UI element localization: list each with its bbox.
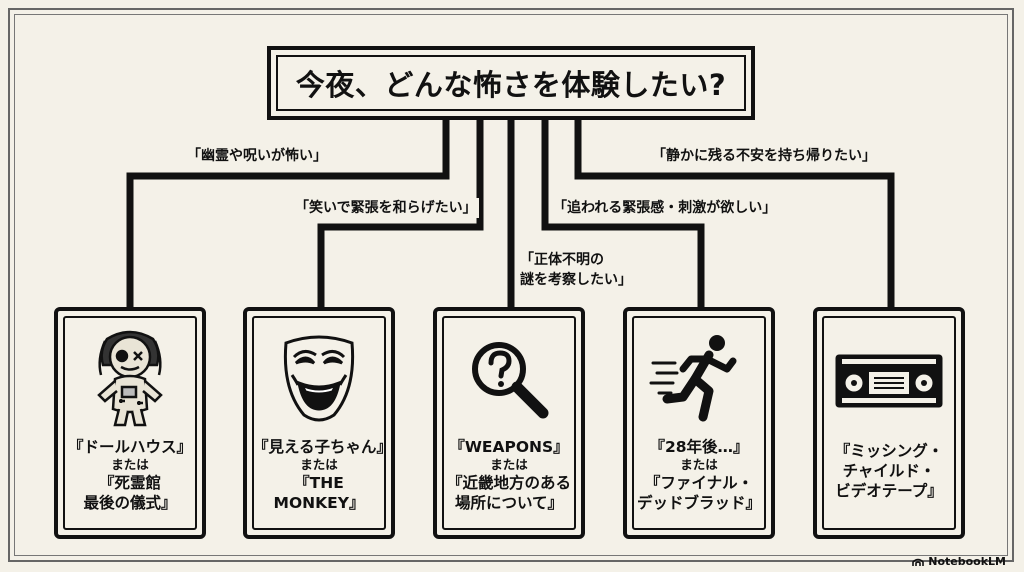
primary-title: 『見える子ちゃん』: [253, 438, 393, 456]
inner-frame: [14, 14, 1008, 556]
title-box: 今夜、どんな怖さを体験したい?: [267, 46, 755, 120]
card-option-5: 『ミッシング・ チャイルド・ ビデオテープ』: [813, 307, 965, 539]
secondary-title: 最後の儀式』: [83, 494, 177, 512]
card-text-2: 『見える子ちゃん』 または 『THE MONKEY』: [253, 437, 393, 513]
card-option-2: 『見える子ちゃん』 または 『THE MONKEY』: [243, 307, 395, 539]
connector-option-1: [126, 120, 450, 312]
option-label-2: 「笑いで緊張を和らげたい」: [293, 198, 479, 218]
vhs-tape-icon: [817, 341, 961, 421]
primary-title: 『28年後…』: [649, 438, 749, 456]
card-option-3: 『WEAPONS』 または 『近畿地方のある 場所について』: [433, 307, 585, 539]
or-text: または: [490, 457, 528, 472]
primary-title: 『ミッシング・: [834, 442, 944, 460]
notebooklm-logo-icon: [912, 558, 925, 566]
option-label-text: 「追われる緊張感・刺激が欲しい」: [553, 200, 777, 216]
secondary-title: 場所について』: [454, 494, 564, 512]
card-option-1: 『ドールハウス』 または 『死霊館 最後の儀式』: [54, 307, 206, 539]
option-label-text: 「笑いで緊張を和らげたい」: [295, 200, 477, 216]
secondary-title: 『死霊館: [98, 474, 161, 492]
option-label-1: 「幽霊や呪いが怖い」: [185, 146, 329, 166]
option-label-text: 謎を考察したい」: [520, 272, 632, 288]
secondary-title: 『近畿地方のある: [446, 474, 571, 492]
secondary-title: デッドブラッド』: [636, 494, 761, 512]
or-text: または: [680, 457, 718, 472]
page-title: 今夜、どんな怖さを体験したい?: [295, 68, 727, 102]
outer-frame: [8, 8, 1014, 562]
option-label-3: 「正体不明の 謎を考察したい」: [518, 250, 634, 290]
card-option-4: 『28年後…』 または 『ファイナル・ デッドブラッド』: [623, 307, 775, 539]
running-person-icon: [627, 329, 771, 429]
voodoo-doll-icon: [58, 329, 202, 429]
connector-option-5: [574, 120, 895, 312]
secondary-title: 『ファイナル・: [644, 474, 754, 492]
option-label-4: 「追われる緊張感・刺激が欲しい」: [551, 198, 779, 218]
card-text-5: 『ミッシング・ チャイルド・ ビデオテープ』: [823, 441, 955, 501]
primary-title: チャイルド・: [842, 462, 936, 480]
card-text-3: 『WEAPONS』 または 『近畿地方のある 場所について』: [443, 437, 575, 513]
connector-option-4: [541, 120, 705, 312]
option-label-text: 「幽霊や呪いが怖い」: [187, 148, 327, 164]
primary-title: 『WEAPONS』: [449, 438, 569, 456]
magnifier-question-icon: [437, 329, 581, 429]
comedy-mask-icon: [247, 329, 391, 429]
primary-title: ビデオテープ』: [835, 482, 943, 500]
option-label-5: 「静かに残る不安を持ち帰りたい」: [650, 146, 878, 166]
primary-title: 『ドールハウス』: [67, 438, 192, 456]
watermark: NotebookLM: [912, 555, 1006, 568]
card-text-4: 『28年後…』 または 『ファイナル・ デッドブラッド』: [633, 437, 765, 513]
card-text-1: 『ドールハウス』 または 『死霊館 最後の儀式』: [64, 437, 196, 513]
secondary-title: 『THE MONKEY』: [273, 474, 365, 512]
option-label-text: 「静かに残る不安を持ち帰りたい」: [652, 148, 876, 164]
option-label-text: 「正体不明の: [520, 252, 604, 268]
watermark-text: NotebookLM: [928, 555, 1006, 568]
or-text: または: [111, 457, 149, 472]
connector-option-2: [317, 120, 484, 312]
or-text: または: [300, 457, 338, 472]
